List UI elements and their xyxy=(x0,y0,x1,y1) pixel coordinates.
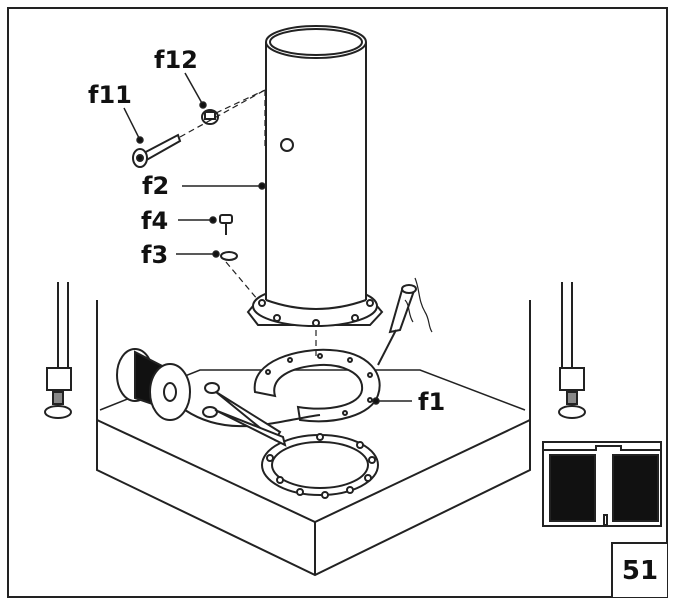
scriber-tool xyxy=(377,277,433,366)
washer-f3 xyxy=(220,251,238,261)
gasket-f1 xyxy=(253,348,381,423)
label-f3: f3 xyxy=(141,241,168,269)
assembly-lines xyxy=(179,89,317,360)
figure-border xyxy=(7,7,668,598)
screw-f4 xyxy=(219,214,233,235)
left-leg xyxy=(44,282,72,419)
label-f1: f1 xyxy=(418,388,445,416)
base-housing xyxy=(96,300,531,577)
pipe-f2 xyxy=(246,25,384,327)
right-leg xyxy=(558,282,586,419)
label-f11: f11 xyxy=(88,81,132,109)
label-f2: f2 xyxy=(142,172,169,200)
label-f12: f12 xyxy=(154,46,198,74)
page-number: 51 xyxy=(611,542,667,597)
nut-f12 xyxy=(201,109,219,125)
scissors xyxy=(202,382,287,447)
section-thumbnail-icon xyxy=(542,441,662,527)
wire-spool xyxy=(116,348,321,428)
leader-lines xyxy=(123,72,412,405)
bolt-f11 xyxy=(132,133,182,168)
label-f4: f4 xyxy=(141,207,168,235)
tray-opening xyxy=(261,433,379,499)
